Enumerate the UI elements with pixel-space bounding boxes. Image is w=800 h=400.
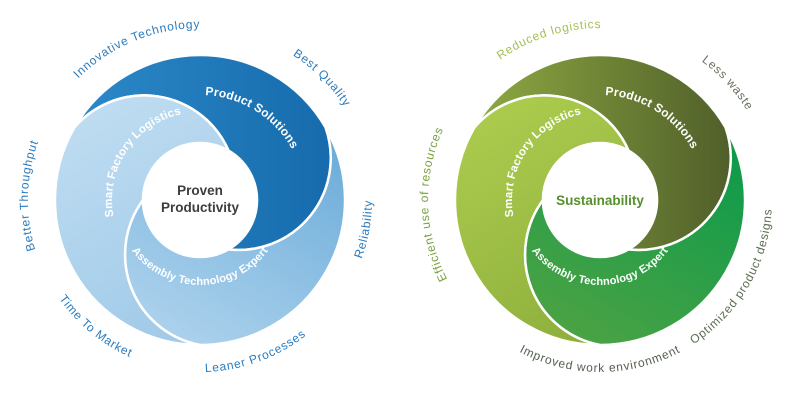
outer-label-efficient-use-of-resources: Efficient use of resources bbox=[417, 124, 450, 284]
outer-label-reliability: Reliability bbox=[351, 200, 375, 260]
outer-label-better-throughput: Better Throughput bbox=[17, 138, 41, 253]
proven-productivity-diagram: Proven Productivity Product Solutions Sm… bbox=[17, 17, 375, 375]
outer-label-improved-work-environment: Improved work environment bbox=[518, 342, 683, 375]
center-title: Sustainability bbox=[556, 193, 644, 208]
center-title-line1: Proven bbox=[177, 183, 223, 198]
center-circle bbox=[542, 142, 658, 258]
arm-smart-factory-logistics bbox=[453, 94, 632, 347]
arm-smart-factory-logistics bbox=[53, 94, 232, 347]
center-title-line2: Productivity bbox=[161, 200, 240, 215]
sustainability-diagram: Sustainability Product Solutions Smart F… bbox=[417, 17, 774, 375]
center-circle bbox=[142, 142, 258, 258]
